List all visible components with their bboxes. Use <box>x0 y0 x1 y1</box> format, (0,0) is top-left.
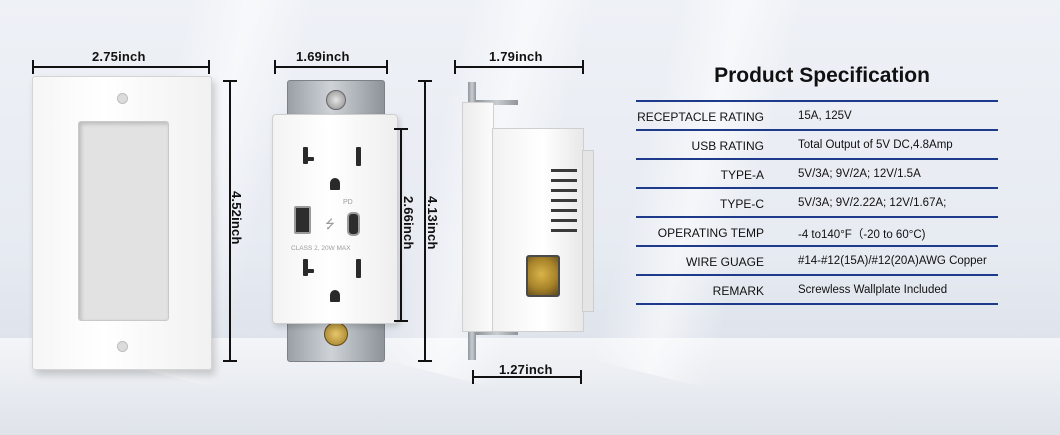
side-strap-top <box>468 82 476 112</box>
outlet-slot <box>356 147 361 166</box>
spec-title: Product Specification <box>714 64 930 87</box>
outlet-slot <box>356 259 361 278</box>
receptacle-total-height-label: 4.13inch <box>425 196 440 250</box>
side-strap-top-tab <box>476 100 518 105</box>
table-rule <box>636 245 998 247</box>
spec-label: RECEPTACLE RATING <box>637 110 764 124</box>
spec-label: TYPE-A <box>720 168 764 182</box>
spec-value: -4 to140°F（-20 to 60°C) <box>798 229 926 241</box>
table-rule <box>636 100 998 102</box>
terminal-screw-icon <box>526 255 560 297</box>
outlet-slot <box>303 157 314 161</box>
class-marking: CLASS 2, 20W MAX <box>291 245 351 252</box>
ground-hole <box>330 290 340 302</box>
screw-hole <box>117 93 128 104</box>
spec-label: TYPE-C <box>719 197 764 211</box>
vent-slot <box>551 199 577 202</box>
side-body-depth-label: 1.27inch <box>499 362 553 377</box>
wall-plate <box>32 76 212 370</box>
table-rule <box>636 129 998 131</box>
side-faceplate-edge <box>462 102 494 332</box>
spec-value: 5V/3A; 9V/2.22A; 12V/1.67A; <box>798 197 947 209</box>
spec-label: OPERATING TEMP <box>657 226 764 240</box>
spec-label: USB RATING <box>691 139 764 153</box>
side-depth-label: 1.79inch <box>489 49 543 64</box>
ground-hole <box>330 178 340 190</box>
plate-height-label: 4.52inch <box>229 191 244 245</box>
vent-slot <box>551 219 577 222</box>
spec-row: TYPE-C 5V/3A; 9V/2.22A; 12V/1.67A; <box>636 189 998 218</box>
vent-slot <box>551 179 577 182</box>
receptacle-body-height-label: 2.66inch <box>401 196 416 250</box>
ground-screw-icon <box>324 322 348 346</box>
spec-label: WIRE GUAGE <box>685 255 764 269</box>
side-strap-bottom-tab <box>476 330 518 335</box>
outlet-slot <box>303 147 308 164</box>
outlet-slot <box>303 269 314 273</box>
mounting-screw-icon <box>326 90 346 110</box>
table-rule <box>636 216 998 218</box>
plate-width-label: 2.75inch <box>92 49 146 64</box>
outlet-slot <box>303 259 308 276</box>
vent-slot <box>551 169 577 172</box>
receptacle-width-label: 1.69inch <box>296 49 350 64</box>
table-rule <box>636 158 998 160</box>
screw-hole <box>117 341 128 352</box>
usb-symbol-icon: ⭍ <box>325 217 335 231</box>
table-rule <box>636 187 998 189</box>
spec-value: #14-#12(15A)/#12(20A)AWG Copper <box>798 255 987 267</box>
spec-row: RECEPTACLE RATING 15A, 125V <box>636 100 998 131</box>
vent-slot <box>551 229 577 232</box>
usb-a-port <box>294 206 311 234</box>
spec-value: 5V/3A; 9V/2A; 12V/1.5A <box>798 168 921 180</box>
spec-value: 15A, 125V <box>798 110 852 122</box>
spec-row: USB RATING Total Output of 5V DC,4.8Amp <box>636 131 998 160</box>
table-rule <box>636 274 998 276</box>
spec-row: OPERATING TEMP -4 to140°F（-20 to 60°C) <box>636 218 998 247</box>
table-rule <box>636 303 998 305</box>
vent-slot <box>551 189 577 192</box>
side-body <box>492 128 584 332</box>
spec-row: WIRE GUAGE #14-#12(15A)/#12(20A)AWG Copp… <box>636 247 998 276</box>
plate-opening <box>78 121 169 321</box>
spec-label: REMARK <box>712 284 764 298</box>
receptacle-face: ⭍ PD CLASS 2, 20W MAX <box>272 114 398 324</box>
side-back-housing <box>582 150 594 312</box>
pd-marking: PD <box>343 199 353 206</box>
spec-row: TYPE-A 5V/3A; 9V/2A; 12V/1.5A <box>636 160 998 189</box>
spec-value: Total Output of 5V DC,4.8Amp <box>798 139 953 151</box>
spec-row: REMARK Screwless Wallplate Included <box>636 276 998 305</box>
spec-value: Screwless Wallplate Included <box>798 284 948 296</box>
vent-slot <box>551 209 577 212</box>
usb-c-port <box>347 212 360 236</box>
side-strap-bottom <box>468 318 476 360</box>
